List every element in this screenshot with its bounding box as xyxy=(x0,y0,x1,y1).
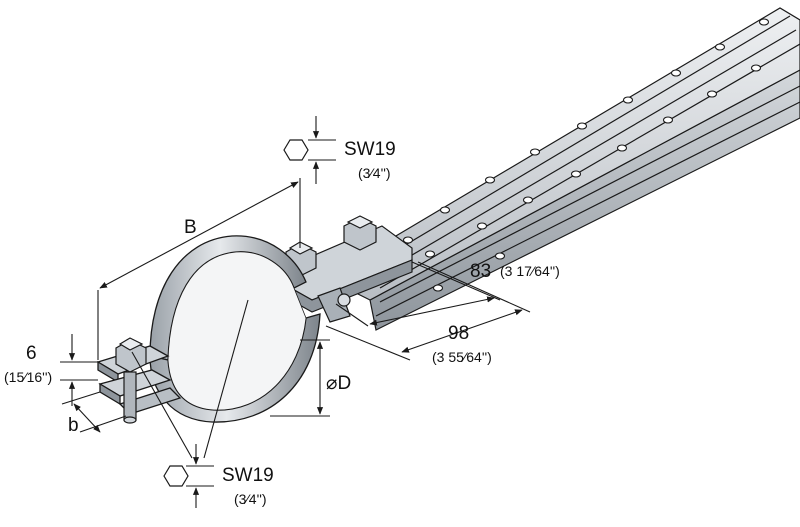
label-wrench-size-top: SW19 xyxy=(344,139,396,160)
hex-bolt-rail xyxy=(343,215,377,251)
label-thickness-mm: 6 xyxy=(26,343,37,364)
label-length-83-mm: 83 xyxy=(470,261,492,282)
mounting-rail xyxy=(349,7,800,331)
label-width-B: B xyxy=(184,217,197,238)
label-band-width-b: b xyxy=(68,415,79,436)
hex-symbol-bottom-icon xyxy=(163,465,189,487)
dimension-lines xyxy=(60,116,531,508)
rail-slots xyxy=(402,18,770,292)
label-diameter-D: ⌀D xyxy=(326,373,352,394)
label-wrench-size-bottom-in: (3⁄4'') xyxy=(234,491,267,507)
label-wrench-size-top-in: (3⁄4'') xyxy=(358,165,391,181)
label-length-98-mm: 98 xyxy=(448,323,470,344)
label-thickness-in: (15⁄16'') xyxy=(4,369,53,385)
label-length-98-in: (3 55⁄64'') xyxy=(432,349,492,365)
label-length-83-in: (3 17⁄64'') xyxy=(500,263,560,279)
hex-symbol-top-icon xyxy=(283,139,309,161)
label-wrench-size-bottom: SW19 xyxy=(222,465,274,486)
hex-bolt-clamp xyxy=(115,337,147,424)
